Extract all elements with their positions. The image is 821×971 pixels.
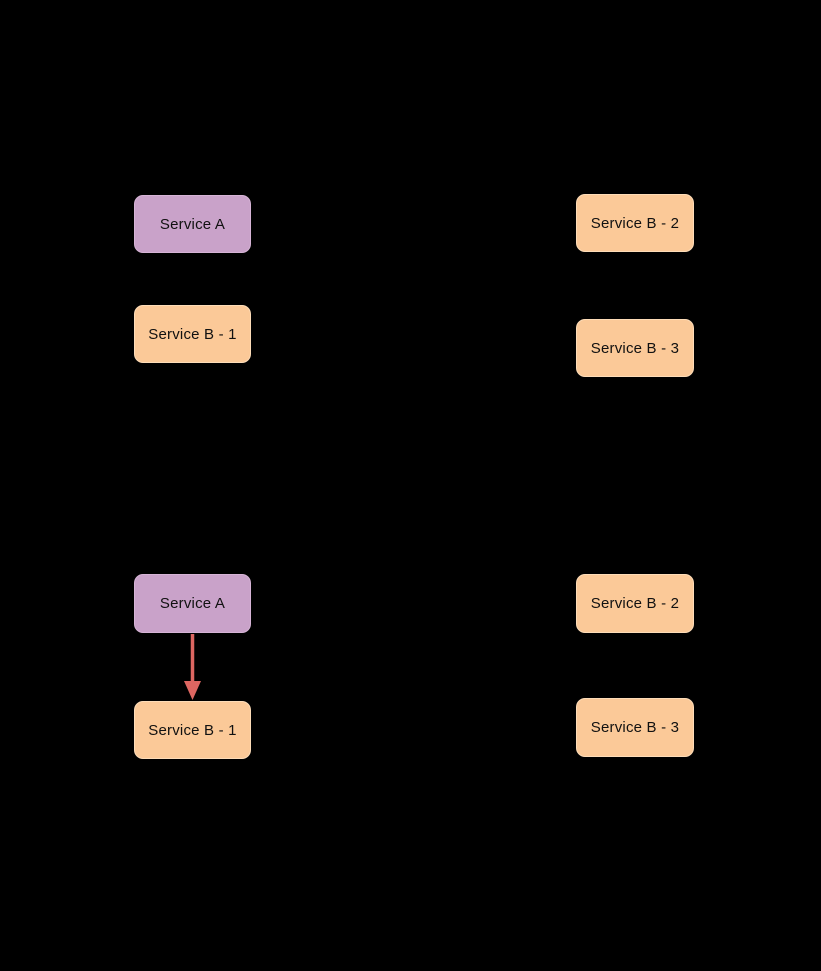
arrowhead-icon xyxy=(184,681,201,700)
top-service-b2-label: Service B - 2 xyxy=(590,214,680,232)
bottom-service-b1-node: Service B - 1 xyxy=(134,701,251,759)
bottom-service-b1-label: Service B - 1 xyxy=(148,721,237,739)
bottom-service-a-label: Service A xyxy=(159,595,226,612)
bottom-service-b2-label: Service B - 2 xyxy=(590,595,680,612)
bottom-service-b2-node: Service B - 2 xyxy=(576,574,694,633)
bottom-service-b3-node: Service B - 3 xyxy=(576,698,694,757)
top-service-b3-node: Service B - 3 xyxy=(576,319,694,377)
top-service-b1-node: Service B - 1 xyxy=(134,305,251,363)
bottom-service-a-node: Service A xyxy=(134,574,251,633)
bottom-service-b3-label: Service B - 3 xyxy=(590,719,680,736)
top-service-a-label: Service A xyxy=(159,215,226,233)
top-service-b3-label: Service B - 3 xyxy=(590,339,680,357)
top-service-b1-label: Service B - 1 xyxy=(148,325,237,343)
top-service-b2-node: Service B - 2 xyxy=(576,194,694,252)
arrow-service-a-to-b1-icon xyxy=(184,634,201,700)
top-service-a-node: Service A xyxy=(134,195,251,253)
